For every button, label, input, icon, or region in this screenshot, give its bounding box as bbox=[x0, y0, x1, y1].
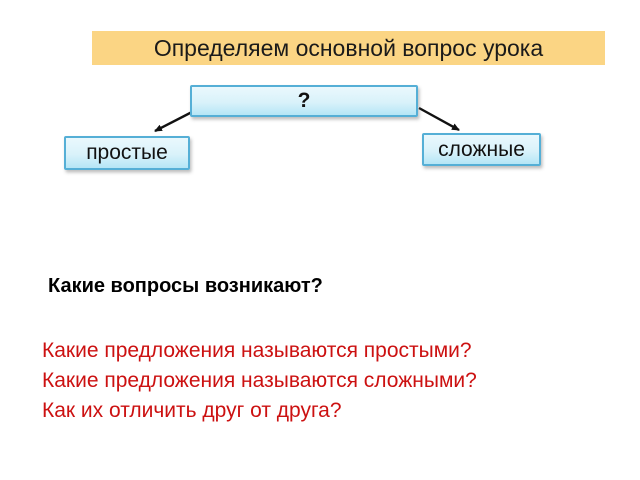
question-line-1: Какие предложения называются простыми? bbox=[42, 339, 472, 362]
question-line-3: Как их отличить друг от друга? bbox=[42, 399, 342, 422]
questions-list: Какие предложения называются простыми? К… bbox=[42, 336, 477, 426]
question-line-2: Какие предложения называются сложными? bbox=[42, 369, 477, 392]
arrow-to-complex bbox=[418, 106, 460, 132]
diagram-node-complex: сложные bbox=[422, 133, 541, 166]
slide-title: Определяем основной вопрос урока bbox=[92, 31, 605, 65]
diagram-node-simple: простые bbox=[64, 136, 190, 170]
diagram-root-node: ? bbox=[190, 85, 418, 117]
arrow-to-simple bbox=[154, 110, 193, 133]
questions-heading: Какие вопросы возникают? bbox=[48, 275, 323, 297]
